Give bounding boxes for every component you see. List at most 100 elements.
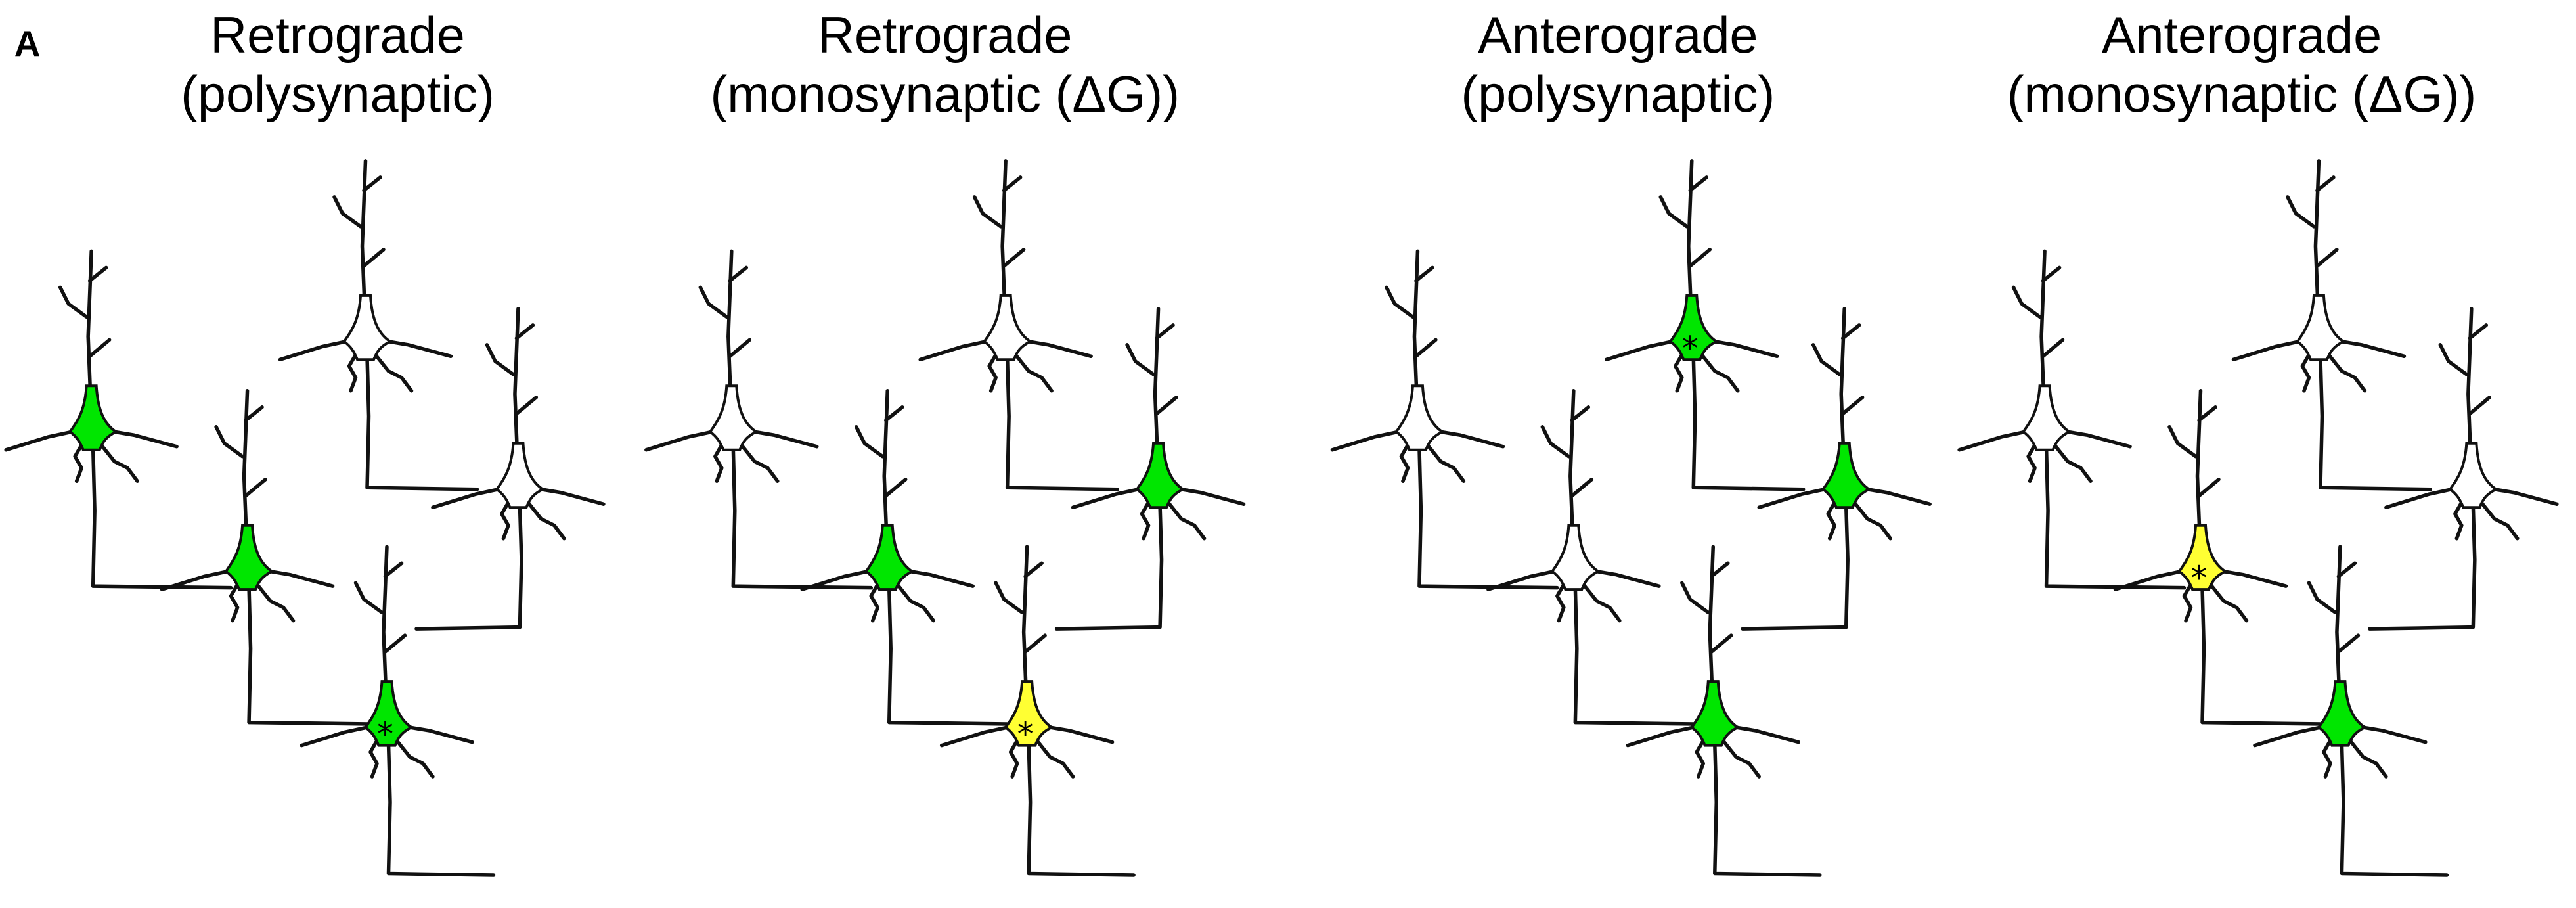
soma [1004,680,1055,747]
soma [1394,384,1445,451]
neuron-green [1054,307,1246,631]
apical-dendrite [2011,249,2065,421]
apical-dendrite [2438,307,2492,478]
axon [1713,742,1822,877]
soma [224,524,275,591]
neuron-white [918,159,1119,491]
axon [247,585,378,726]
soma [2177,524,2228,591]
basal-dendrites [431,487,606,541]
apical-dendrite [58,249,112,421]
soma [2021,384,2072,451]
panel-title: Anterograde [2102,7,2382,64]
starter-asterisk-icon: * [377,715,393,754]
apical-dendrite [485,307,539,478]
soma [982,294,1033,361]
axon [1054,503,1164,631]
neuron-green [1741,307,1932,631]
axon [365,356,479,491]
apical-dendrite [1125,307,1178,478]
starter-asterisk-icon: * [2191,559,2208,597]
basal-dendrites [939,725,1115,779]
panel-2: Retrograde(monosynaptic (ΔG))* [644,7,1246,877]
apical-dendrite [1385,249,1438,421]
basal-dendrites [300,725,474,779]
basal-dendrites [160,569,335,623]
apical-dendrite [1811,307,1865,478]
basal-dendrites [2113,569,2288,623]
axon [1027,742,1136,877]
axon [1573,585,1704,726]
panel-subtitle: (polysynaptic) [1461,66,1775,123]
apical-dendrite [854,389,908,560]
axon [414,503,523,631]
axon [1741,503,1850,631]
soma [68,384,119,451]
basal-dendrites [800,569,975,623]
apical-dendrite [1540,389,1594,560]
panel-subtitle: (monosynaptic (ΔG)) [2007,66,2477,123]
neuron-white [1330,249,1559,590]
basal-dendrites [1626,725,1800,779]
axon [887,585,1017,726]
soma [2317,680,2368,747]
apical-dendrite [1680,545,1733,716]
axon [2319,356,2433,491]
soma [708,384,759,451]
apical-dendrite [972,159,1026,330]
soma [342,294,393,361]
soma [1550,524,1601,591]
panel-4: Anterograde(monosynaptic (ΔG)) * [1957,7,2559,877]
basal-dendrites [1757,487,1932,541]
axon [2368,503,2477,631]
soma [1668,294,1720,361]
panel-3: Anterograde(polysynaptic) * [1330,7,1932,877]
neuron-white [644,249,873,590]
panel-subtitle: (polysynaptic) [181,66,495,123]
neuron-green [1626,545,1822,877]
neuron-white [1486,389,1704,726]
apical-dendrite [353,545,407,716]
basal-dendrites [1330,430,1505,483]
apical-dendrite [214,389,267,560]
apical-dendrite [698,249,752,421]
soma [1135,442,1186,509]
basal-dendrites [1486,569,1661,623]
panel-title: Retrograde [210,7,465,64]
apical-dendrite [2307,545,2361,716]
apical-dendrite [994,545,1047,716]
basal-dendrites [4,430,179,483]
axon [1417,446,1559,590]
neuron-white [414,307,606,631]
axon [2340,742,2449,877]
basal-dendrites [2384,487,2559,541]
soma [1821,442,1872,509]
neuron-starter-green: * [300,545,496,877]
figure-label: A [14,23,41,64]
basal-dendrites [918,340,1093,393]
axon [1005,356,1119,491]
basal-dendrites [2231,340,2407,393]
neuron-green [4,249,233,590]
axon [2044,446,2187,590]
neuron-starter-yellow: * [2113,389,2331,726]
soma [2448,442,2499,509]
panel-title: Anterograde [1478,7,1758,64]
soma [2296,294,2346,361]
neuron-green [800,389,1017,726]
soma [1690,680,1741,747]
soma [363,680,414,747]
apical-dendrite [2167,389,2221,560]
axon [731,446,873,590]
basal-dendrites [1957,430,2132,483]
neuron-white [1957,249,2187,590]
soma [495,442,546,509]
panel-1: Retrograde(polysynaptic) * [4,7,606,877]
axon [1691,356,1806,491]
starter-asterisk-icon: * [1682,329,1699,367]
neuron-green [2253,545,2449,877]
basal-dendrites [1071,487,1246,541]
basal-dendrites [278,340,453,393]
apical-dendrite [1658,159,1712,330]
